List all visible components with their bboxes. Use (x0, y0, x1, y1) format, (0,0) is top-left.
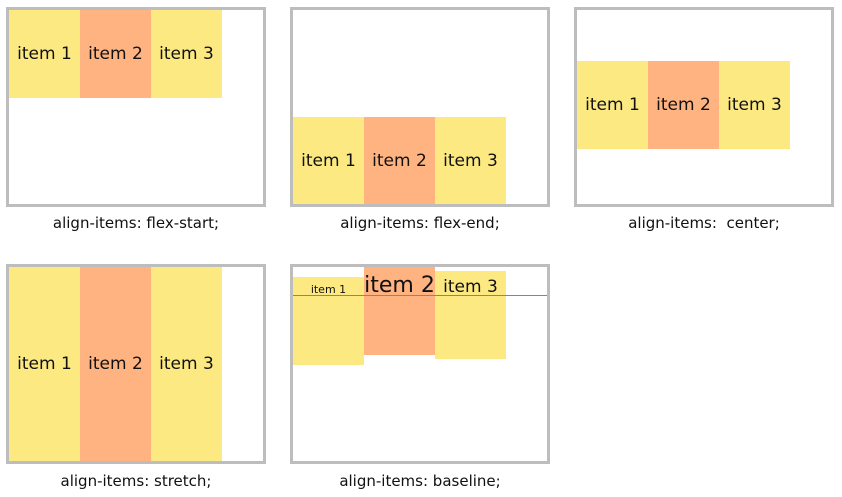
panel-center: item 1 item 2 item 3 (574, 7, 834, 207)
flex-start-item-2: item 2 (80, 10, 151, 98)
center-item-1: item 1 (577, 61, 648, 149)
flex-end-item-2: item 2 (364, 117, 435, 204)
caption-flex-end: align-items: flex-end; (340, 214, 500, 232)
panel-flex-end: item 1 item 2 item 3 (290, 7, 550, 207)
caption-baseline: align-items: baseline; (339, 472, 501, 490)
center-item-2: item 2 (648, 61, 719, 149)
caption-center: align-items: center; (628, 214, 780, 232)
stretch-item-1: item 1 (9, 267, 80, 461)
baseline-item-3: item 3 (435, 271, 506, 359)
center-item-3: item 3 (719, 61, 790, 149)
flex-end-item-1: item 1 (293, 117, 364, 204)
baseline-item-1: item 1 (293, 277, 364, 365)
panel-flex-start: item 1 item 2 item 3 (6, 7, 266, 207)
flex-start-item-3: item 3 (151, 10, 222, 98)
flex-start-item-1: item 1 (9, 10, 80, 98)
panel-baseline: item 1 item 2 item 3 (290, 264, 550, 464)
baseline-item-2: item 2 (364, 267, 435, 355)
flex-end-item-3: item 3 (435, 117, 506, 204)
stretch-item-2: item 2 (80, 267, 151, 461)
panel-stretch: item 1 item 2 item 3 (6, 264, 266, 464)
caption-flex-start: align-items: flex-start; (52, 214, 220, 232)
baseline-guide-line (293, 295, 547, 296)
stretch-item-3: item 3 (151, 267, 222, 461)
caption-stretch: align-items: stretch; (60, 472, 212, 490)
